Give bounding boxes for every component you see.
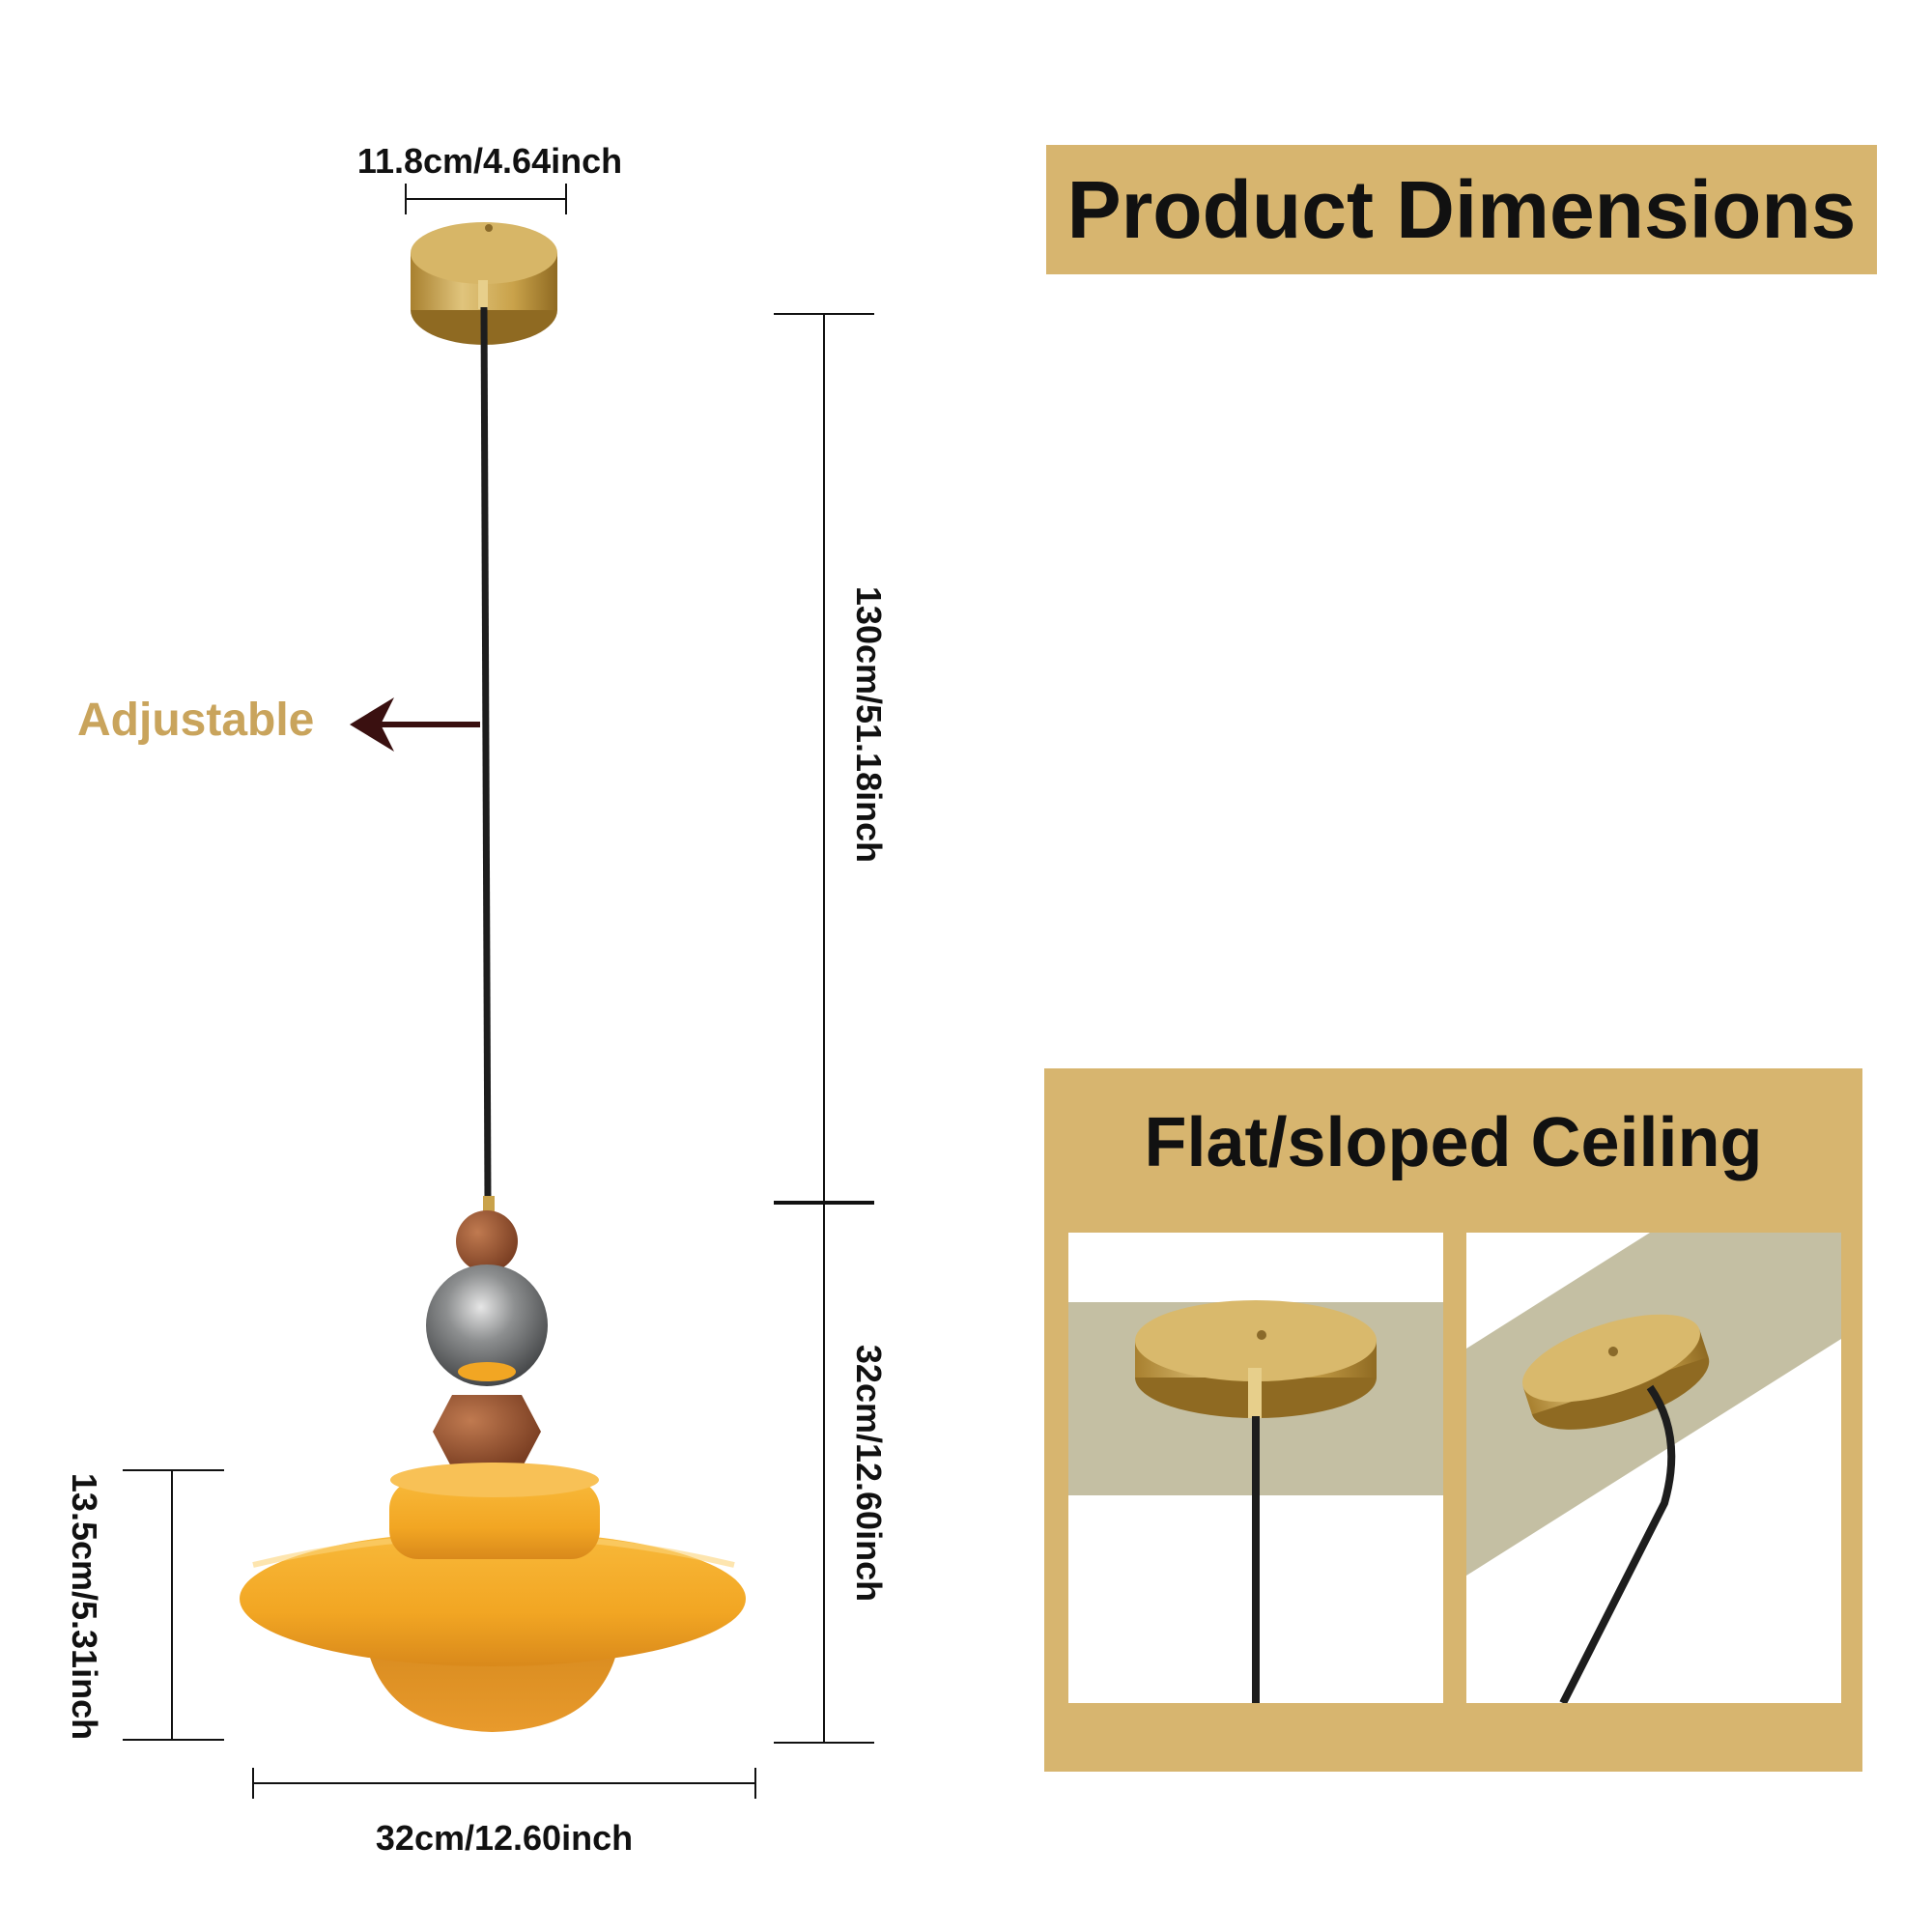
ceiling-type-box: Flat/sloped Ceiling: [1044, 1068, 1862, 1772]
power-cord: [480, 306, 492, 1204]
product-dimensions-banner: Product Dimensions: [1046, 145, 1877, 274]
canopy-width-label: 11.8cm/4.64inch: [356, 141, 623, 181]
canopy-width-dimension: [405, 184, 567, 214]
sloped-ceiling-illustration: [1466, 1233, 1841, 1703]
adjustable-label: Adjustable: [77, 695, 315, 746]
shade-height-label: 13.5cm/5.31inch: [65, 1472, 104, 1741]
glass-shade: [240, 1463, 746, 1732]
shade-width-dimension: [252, 1768, 756, 1799]
flat-ceiling-illustration: [1068, 1300, 1443, 1703]
height-dimension: [774, 313, 874, 1744]
product-dimensions-title: Product Dimensions: [1066, 163, 1857, 255]
shade-height-dimension: [123, 1469, 224, 1741]
adjustable-arrow: [350, 697, 480, 752]
ceiling-type-title: Flat/sloped Ceiling: [1144, 1104, 1763, 1181]
shade-width-label: 32cm/12.60inch: [375, 1818, 634, 1858]
decorative-beads: [426, 1196, 548, 1468]
cord-length-label: 130cm/51.18inch: [849, 585, 889, 864]
body-height-label: 32cm/12.60inch: [849, 1344, 889, 1603]
flat-ceiling-panel: [1068, 1233, 1443, 1703]
sloped-ceiling-panel: [1466, 1233, 1841, 1703]
